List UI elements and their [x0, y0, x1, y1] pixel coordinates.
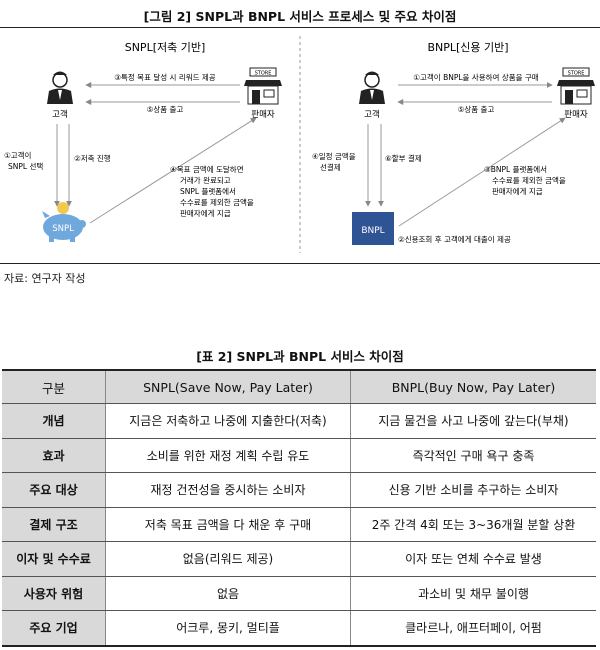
snpl-cell: 없음 — [105, 575, 351, 611]
snpl-cell: 지금은 저축하고 나중에 지출한다(저축) — [105, 403, 351, 439]
bnpl-heading: BNPL[신용 기반] — [427, 41, 508, 54]
svg-text:STORE: STORE — [255, 71, 272, 77]
piggy-bank-icon — [42, 202, 86, 242]
snpl-step4-line1: ④목표 금액에 도달하면 — [170, 164, 244, 174]
snpl-heading: SNPL[저축 기반] — [125, 41, 206, 54]
bnpl-step6: ⑥할부 결제 — [385, 153, 422, 163]
table-row: 개념 지금은 저축하고 나중에 지출한다(저축) 지금 물건을 사고 나중에 갚… — [2, 403, 596, 439]
bnpl-cell: 신용 기반 소비를 추구하는 소비자 — [350, 472, 596, 508]
row-label: 주요 기업 — [2, 610, 106, 647]
table-row: 주요 대상 재정 건전성을 중시하는 소비자 신용 기반 소비를 추구하는 소비… — [2, 472, 596, 508]
bnpl-cell: 클라르나, 애프터페이, 어펌 — [350, 610, 596, 647]
snpl-step4-line3: SNPL 플랫폼에서 — [180, 186, 236, 196]
bnpl-store-icon: STORE — [557, 67, 595, 105]
bnpl-cell: 과소비 및 채무 불이행 — [350, 575, 596, 611]
header-category: 구분 — [2, 369, 106, 404]
process-diagram: SNPL[저축 기반] 고객 STORE 판매자 ③특정 목표 달성 시 리워드… — [4, 36, 595, 253]
bnpl-box-label: BNPL — [361, 226, 384, 236]
bnpl-step3-line1: ③BNPL 플랫폼에서 — [484, 164, 547, 174]
bnpl-cell: 이자 또는 연체 수수료 발생 — [350, 541, 596, 577]
snpl-step3: ③특정 목표 달성 시 리워드 제공 — [114, 72, 216, 82]
table-row: 효과 소비를 위한 재정 계획 수립 유도 즉각적인 구매 욕구 충족 — [2, 437, 596, 473]
row-label: 이자 및 수수료 — [2, 541, 106, 577]
snpl-store-icon: STORE — [244, 67, 282, 105]
snpl-customer-icon — [47, 71, 73, 104]
bnpl-customer-icon — [359, 71, 385, 104]
snpl-step1-line1: ①고객이 — [4, 150, 31, 160]
snpl-customer-label: 고객 — [52, 109, 68, 120]
bnpl-customer-label: 고객 — [364, 109, 380, 120]
bnpl-cell: 즉각적인 구매 욕구 충족 — [350, 437, 596, 473]
row-label: 효과 — [2, 437, 106, 473]
row-label: 주요 대상 — [2, 472, 106, 508]
table-row: 결제 구조 저축 목표 금액을 다 채운 후 구매 2주 간격 4회 또는 3~… — [2, 506, 596, 542]
bnpl-cell: 지금 물건을 사고 나중에 갚는다(부채) — [350, 403, 596, 439]
snpl-cell: 소비를 위한 재정 계획 수립 유도 — [105, 437, 351, 473]
row-label: 개념 — [2, 403, 106, 439]
snpl-cell: 저축 목표 금액을 다 채운 후 구매 — [105, 506, 351, 542]
bnpl-step1: ①고객이 BNPL을 사용하여 상품을 구매 — [413, 72, 539, 82]
table-row: 이자 및 수수료 없음(리워드 제공) 이자 또는 연체 수수료 발생 — [2, 541, 596, 577]
table-title: [표 2] SNPL과 BNPL 서비스 차이점 — [196, 349, 404, 364]
snpl-step1-line2: SNPL 선택 — [8, 161, 43, 171]
row-label: 사용자 위험 — [2, 575, 106, 611]
bnpl-cell: 2주 간격 4회 또는 3~36개월 분할 상환 — [350, 506, 596, 542]
header-snpl: SNPL(Save Now, Pay Later) — [105, 369, 351, 404]
comparison-table: 구분 SNPL(Save Now, Pay Later) BNPL(Buy No… — [2, 369, 596, 647]
snpl-cell: 재정 건전성을 중시하는 소비자 — [105, 472, 351, 508]
figure-bottom-rule — [0, 263, 600, 264]
row-label: 결제 구조 — [2, 506, 106, 542]
piggy-label: SNPL — [52, 224, 74, 234]
snpl-step2: ②저축 진행 — [74, 153, 111, 163]
bnpl-step3-line2: 수수료를 제외한 금액을 — [492, 175, 566, 185]
snpl-step5: ⑤상품 출고 — [147, 104, 184, 114]
bnpl-step3-line3: 판매자에게 지급 — [492, 186, 543, 196]
figure-title: [그림 2] SNPL과 BNPL 서비스 프로세스 및 주요 차이점 — [143, 9, 457, 24]
snpl-step4-line5: 판매자에게 지급 — [180, 208, 231, 218]
bnpl-step5: ⑤상품 출고 — [458, 104, 495, 114]
snpl-cell: 없음(리워드 제공) — [105, 541, 351, 577]
bnpl-platform-box — [352, 212, 394, 245]
bnpl-step2: ②신용조회 후 고객에게 대출이 제공 — [398, 234, 511, 244]
table-row: 사용자 위험 없음 과소비 및 채무 불이행 — [2, 575, 596, 611]
bnpl-seller-label: 판매자 — [564, 110, 588, 120]
snpl-seller-label: 판매자 — [251, 110, 275, 120]
svg-text:STORE: STORE — [568, 71, 585, 77]
table-row: 주요 기업 어크루, 몽키, 멀티플 클라르나, 애프터페이, 어펌 — [2, 610, 596, 647]
snpl-cell: 어크루, 몽키, 멀티플 — [105, 610, 351, 647]
figure-title-rule — [0, 27, 600, 28]
figure-source: 자료: 연구자 작성 — [4, 272, 86, 285]
bnpl-step4-line1: ④일정 금액을 — [312, 151, 356, 161]
snpl-step4-line4: 수수료를 제외한 금액을 — [180, 197, 254, 207]
snpl-step4-line2: 거래가 완료되고 — [180, 176, 231, 185]
bnpl-step4-line2: 선결제 — [320, 162, 341, 172]
table-header-row: 구분 SNPL(Save Now, Pay Later) BNPL(Buy No… — [2, 369, 596, 404]
header-bnpl: BNPL(Buy Now, Pay Later) — [350, 369, 596, 404]
